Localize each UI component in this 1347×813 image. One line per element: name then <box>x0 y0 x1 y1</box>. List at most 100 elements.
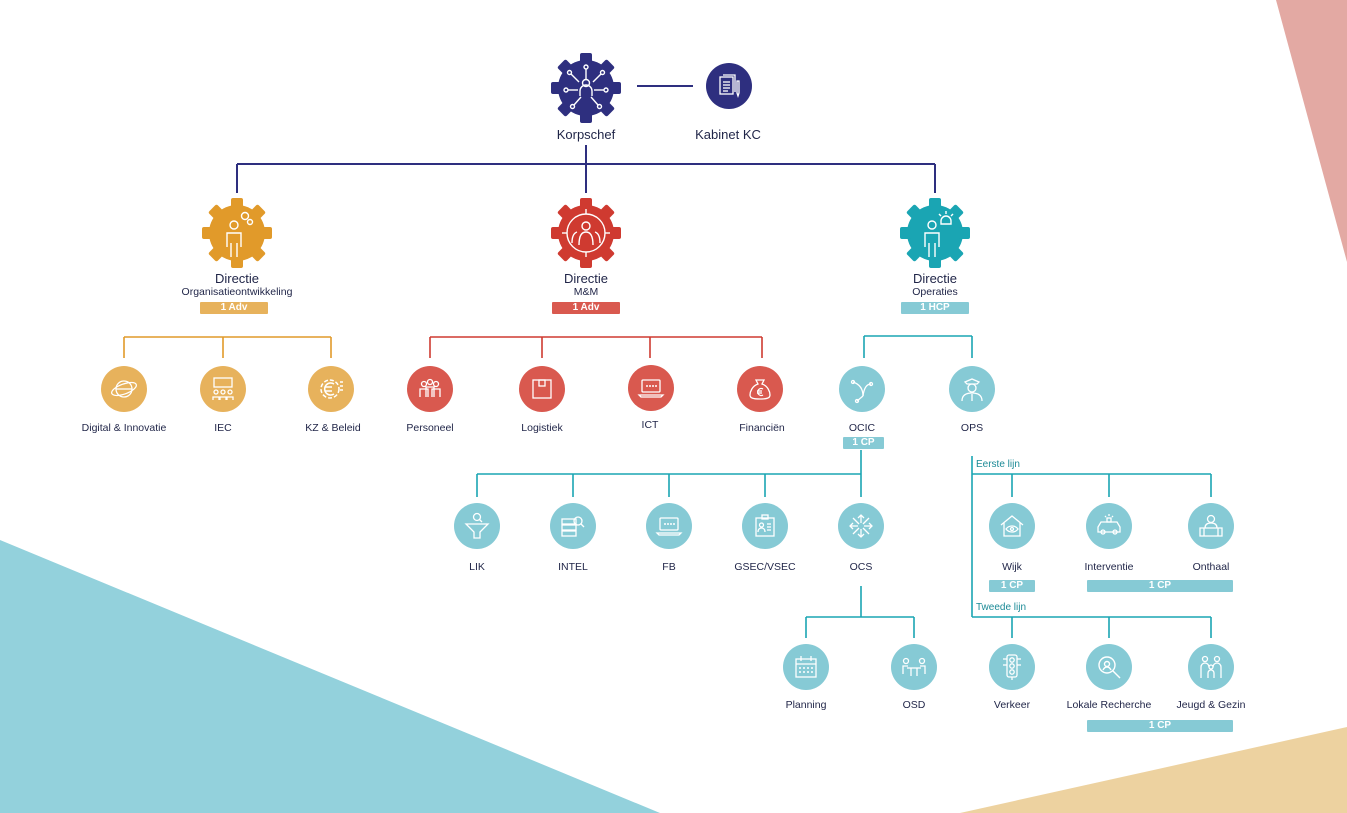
unit-label: GSEC/VSEC <box>734 561 796 573</box>
box-icon <box>532 379 552 399</box>
euro-gear-icon <box>320 379 343 399</box>
person-gears-icon <box>202 198 272 268</box>
verkeer-node[interactable] <box>989 644 1035 690</box>
directie-org-badge: 1 Adv <box>200 302 268 314</box>
magnifier-icon <box>1098 656 1121 679</box>
ops-node[interactable] <box>949 366 995 412</box>
unit-label: INTEL <box>558 561 588 573</box>
pink-corner-shape <box>1276 0 1347 262</box>
onthaal-node[interactable] <box>1188 503 1234 549</box>
eerste-lijn-group-badge: 1 CP <box>1087 580 1233 592</box>
ocic-node[interactable] <box>839 366 885 412</box>
document-pen-icon <box>719 74 740 99</box>
laptop-icon <box>637 379 665 398</box>
sand-corner-shape <box>960 727 1347 813</box>
network-person-icon <box>551 53 621 123</box>
korpschef-node[interactable] <box>550 52 622 124</box>
people-group-icon <box>419 378 441 397</box>
directie-mm-badge: 1 Adv <box>552 302 620 314</box>
tweede-lijn-group-badge: 1 CP <box>1087 720 1233 732</box>
gsec-vsec-node[interactable] <box>742 503 788 549</box>
directie-mm-node[interactable] <box>550 197 622 269</box>
unit-label: KZ & Beleid <box>305 422 361 434</box>
directie-org-subtitle: Organisatieontwikkeling <box>181 286 293 298</box>
team-board-icon <box>212 377 234 400</box>
calendar-icon <box>795 656 817 678</box>
tweede-lijn-label: Tweede lijn <box>976 602 1027 613</box>
unit-label: Jeugd & Gezin <box>1176 699 1246 711</box>
police-officer-icon <box>961 378 983 402</box>
ocic-label: OCIC <box>848 422 876 434</box>
intel-node[interactable] <box>550 503 596 549</box>
network-arrows-icon <box>850 379 874 404</box>
meeting-table-icon <box>902 657 926 676</box>
unit-label: ICT <box>641 419 659 431</box>
directie-mm-title: Directie <box>563 271 609 286</box>
unit-label: Financiën <box>739 422 785 434</box>
unit-label: Lokale Recherche <box>1066 699 1152 711</box>
lokale-recherche-node[interactable] <box>1086 644 1132 690</box>
lik-node[interactable] <box>454 503 500 549</box>
person-alarm-icon <box>900 198 970 268</box>
personeel-node[interactable] <box>407 366 453 412</box>
unit-label: FB <box>662 561 676 573</box>
unit-label: LIK <box>469 561 485 573</box>
planning-node[interactable] <box>783 644 829 690</box>
directie-ops-badge: 1 HCP <box>901 302 969 314</box>
orange-connectors <box>123 336 332 358</box>
ocs-node[interactable] <box>838 503 884 549</box>
ops-label: OPS <box>960 422 984 434</box>
unit-label: OCS <box>849 561 873 573</box>
unit-label: Logistiek <box>521 422 563 434</box>
eerste-lijn-label: Eerste lijn <box>976 459 1020 470</box>
navy-connectors <box>236 85 936 193</box>
unit-label: Wijk <box>1002 561 1022 573</box>
osd-node[interactable] <box>891 644 937 690</box>
ict-node[interactable] <box>628 365 674 411</box>
database-search-icon <box>561 516 585 537</box>
teal-connectors <box>476 335 1212 638</box>
kz-beleid-node[interactable] <box>308 366 354 412</box>
unit-label: Onthaal <box>1192 561 1230 573</box>
directie-organisatieontwikkeling-node[interactable] <box>201 197 273 269</box>
police-car-icon <box>1097 514 1121 535</box>
directie-ops-subtitle: Operaties <box>912 286 958 298</box>
arrows-out-icon <box>849 514 873 538</box>
kabinet-kc-node[interactable] <box>706 63 752 109</box>
financien-node[interactable] <box>737 366 783 412</box>
unit-label: Verkeer <box>993 699 1031 711</box>
korpschef-label: Korpschef <box>556 127 616 142</box>
logistiek-node[interactable] <box>519 366 565 412</box>
interventie-node[interactable] <box>1086 503 1132 549</box>
house-eye-icon <box>1000 515 1024 537</box>
digital-innovatie-node[interactable] <box>101 366 147 412</box>
kabinet-kc-label: Kabinet KC <box>695 127 761 142</box>
iec-node[interactable] <box>200 366 246 412</box>
id-card-icon <box>755 514 775 537</box>
directie-ops-title: Directie <box>912 271 958 286</box>
wijk-badge: 1 CP <box>989 580 1035 592</box>
jeugd-gezin-node[interactable] <box>1188 644 1234 690</box>
blue-corner-shape <box>0 540 660 813</box>
unit-label: Digital & Innovatie <box>81 422 167 434</box>
directie-org-title: Directie <box>214 271 260 286</box>
globe-orbit-icon <box>111 380 137 398</box>
fb-node[interactable] <box>646 503 692 549</box>
unit-label: Personeel <box>406 422 454 434</box>
unit-label: IEC <box>214 422 232 434</box>
wijk-node[interactable] <box>989 503 1035 549</box>
directie-operaties-node[interactable] <box>899 197 971 269</box>
money-bag-icon <box>749 379 771 400</box>
unit-label: Planning <box>785 699 827 711</box>
traffic-light-icon <box>1003 654 1021 680</box>
reception-desk-icon <box>1199 514 1223 537</box>
unit-label: OSD <box>902 699 926 711</box>
directie-mm-subtitle: M&M <box>573 286 599 298</box>
people-target-icon <box>551 198 621 268</box>
ocic-badge: 1 CP <box>843 437 884 449</box>
unit-label: Interventie <box>1084 561 1134 573</box>
family-icon <box>1200 655 1222 678</box>
red-connectors <box>429 336 763 358</box>
